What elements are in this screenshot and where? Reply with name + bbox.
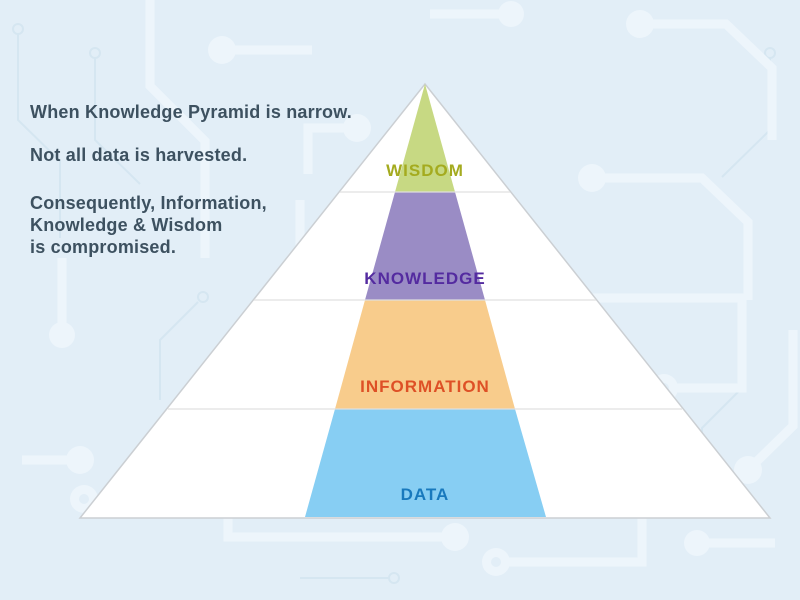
label-information: INFORMATION	[360, 377, 490, 396]
circuit-trace	[145, 0, 210, 258]
circuit-pad	[684, 530, 710, 556]
circuit-trace	[303, 123, 357, 174]
band-data	[305, 409, 546, 517]
circuit-pad-ring	[12, 23, 24, 35]
circuit-trace	[223, 518, 450, 542]
band-wisdom	[395, 84, 455, 192]
circuit-trace	[159, 301, 199, 400]
circuit-pad-hole	[491, 557, 501, 567]
circuit-trace	[744, 330, 798, 474]
circuit-pad	[734, 456, 762, 484]
annotation-paragraph-2: Not all data is harvested.	[30, 145, 248, 165]
circuit-trace	[565, 293, 747, 393]
label-data: DATA	[401, 485, 450, 504]
circuit-pad-hole	[79, 494, 89, 504]
circuit-pad-ring	[764, 47, 776, 59]
circuit-pad	[49, 322, 75, 348]
annotation-paragraph-3: Consequently, Information, Knowledge & W…	[30, 193, 267, 257]
circuit-pad-ring	[388, 572, 400, 584]
circuit-pad	[66, 446, 94, 474]
inner-pyramid-bands	[305, 84, 546, 517]
circuit-trace	[592, 173, 753, 300]
circuit-pad	[208, 36, 236, 64]
circuit-pad-ring	[197, 291, 209, 303]
circuit-pad	[578, 164, 606, 192]
circuit-pad	[626, 10, 654, 38]
circuit-trace	[94, 58, 141, 185]
circuit-trace	[17, 34, 61, 238]
annotation-text: When Knowledge Pyramid is narrow. Not al…	[30, 101, 380, 279]
circuit-trace	[500, 518, 647, 567]
level-dividers	[168, 191, 682, 410]
level-labels: WISDOM KNOWLEDGE INFORMATION DATA	[360, 161, 490, 504]
circuit-pattern-traces	[22, 0, 798, 567]
label-wisdom: WISDOM	[386, 161, 464, 180]
band-information	[335, 300, 515, 409]
circuit-trace	[640, 19, 777, 140]
circuit-pad	[343, 114, 371, 142]
band-knowledge	[365, 192, 485, 300]
circuit-pad	[498, 1, 524, 27]
circuit-pad-ring	[89, 47, 101, 59]
circuit-pad	[441, 523, 469, 551]
annotation-paragraph-1: When Knowledge Pyramid is narrow.	[30, 102, 352, 122]
label-knowledge: KNOWLEDGE	[364, 269, 485, 288]
